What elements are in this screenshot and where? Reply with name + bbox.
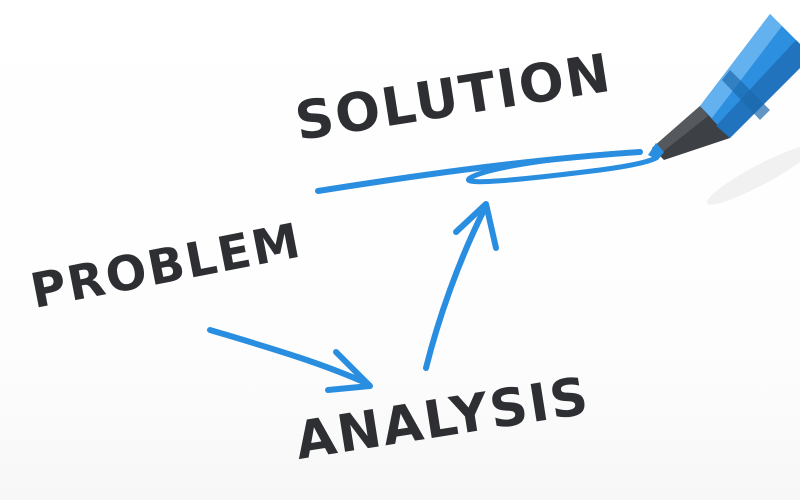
arrow-up-icon [423, 201, 499, 371]
underline-scribble [315, 149, 659, 194]
pen-icon [648, 14, 800, 205]
arrow-right-icon [207, 327, 373, 393]
